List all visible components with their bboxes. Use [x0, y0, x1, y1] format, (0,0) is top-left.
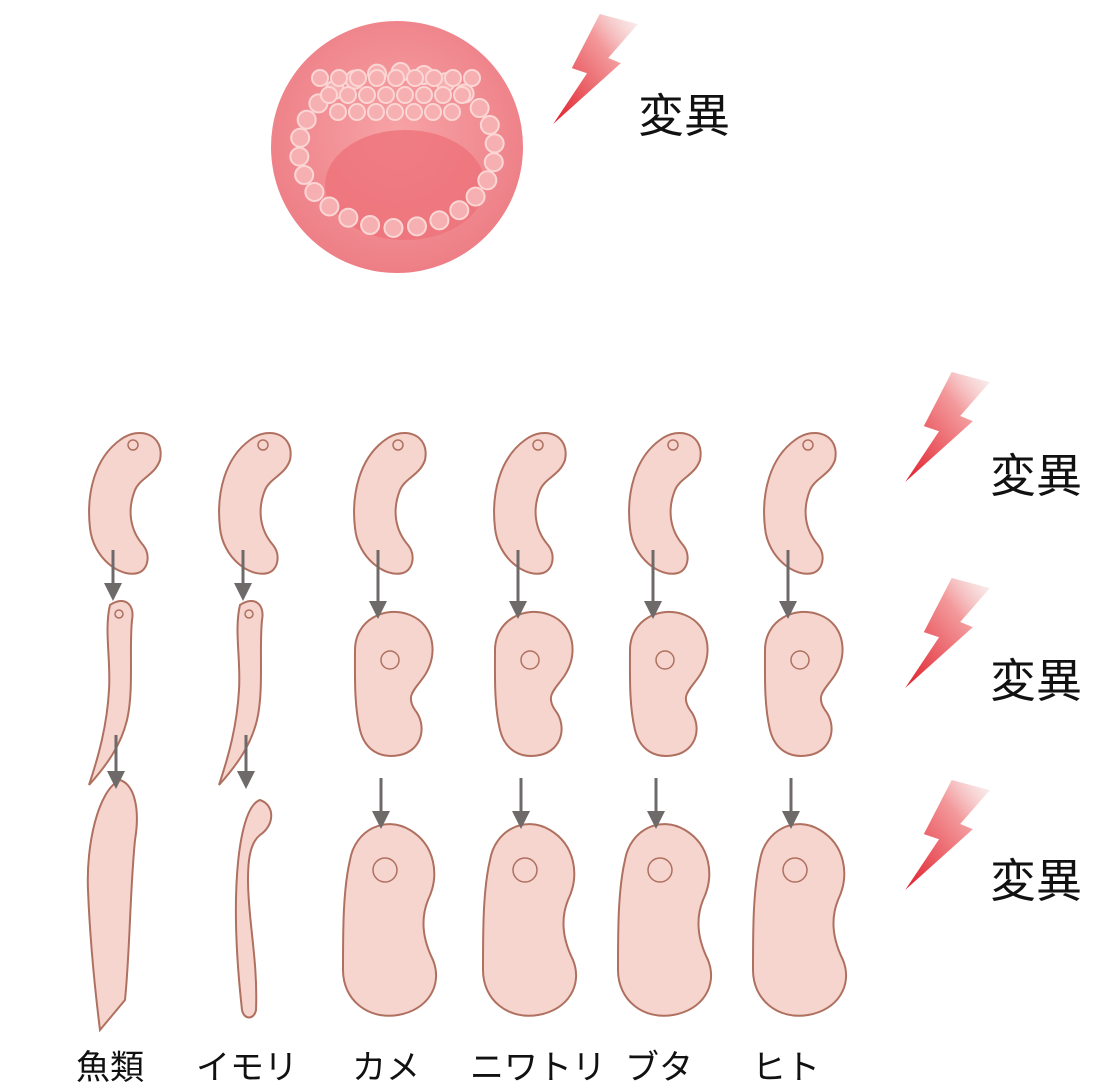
species-label-turtle: カメ [352, 1040, 420, 1089]
embryo-stage2-human [765, 612, 843, 756]
lightning-icon [553, 14, 638, 124]
species-label-fish: 魚類 [76, 1040, 144, 1089]
species-label-human: ヒト [752, 1040, 820, 1089]
embryo-stage3-fish [88, 780, 137, 1030]
embryo-stage2-newt [219, 601, 263, 785]
mutation-label: 変異 [990, 845, 1082, 911]
lightning-icon [905, 780, 990, 890]
embryo-stage1-turtle [354, 433, 426, 574]
embryo-stage3-chicken [483, 824, 576, 1016]
embryo-stage1-newt [219, 433, 291, 574]
blastula [271, 21, 523, 273]
species-label-pig: ブタ [625, 1040, 693, 1089]
embryo-stage1-chicken [494, 433, 566, 574]
lightning-icon [905, 578, 990, 688]
embryo-stage3-turtle [343, 824, 436, 1016]
embryo-stage3-human [753, 824, 846, 1016]
embryo-stage1-pig [629, 433, 701, 574]
embryo-stage1-fish [89, 433, 161, 574]
embryo-stage2-fish [89, 601, 133, 785]
embryo-stage3-pig [618, 824, 711, 1016]
embryo-stage2-pig [630, 612, 708, 756]
embryo-stage1-human [764, 433, 836, 574]
mutation-label: 変異 [990, 440, 1082, 506]
mutation-label: 変異 [990, 645, 1082, 711]
embryo-stage3-newt [236, 800, 271, 1018]
species-label-chicken: ニワトリ [470, 1040, 606, 1089]
lightning-icon [905, 372, 990, 482]
embryo-stage2-turtle [355, 612, 433, 756]
mutation-label: 変異 [638, 80, 730, 146]
embryo-stage2-chicken [495, 612, 573, 756]
species-label-newt: イモリ [196, 1040, 298, 1089]
